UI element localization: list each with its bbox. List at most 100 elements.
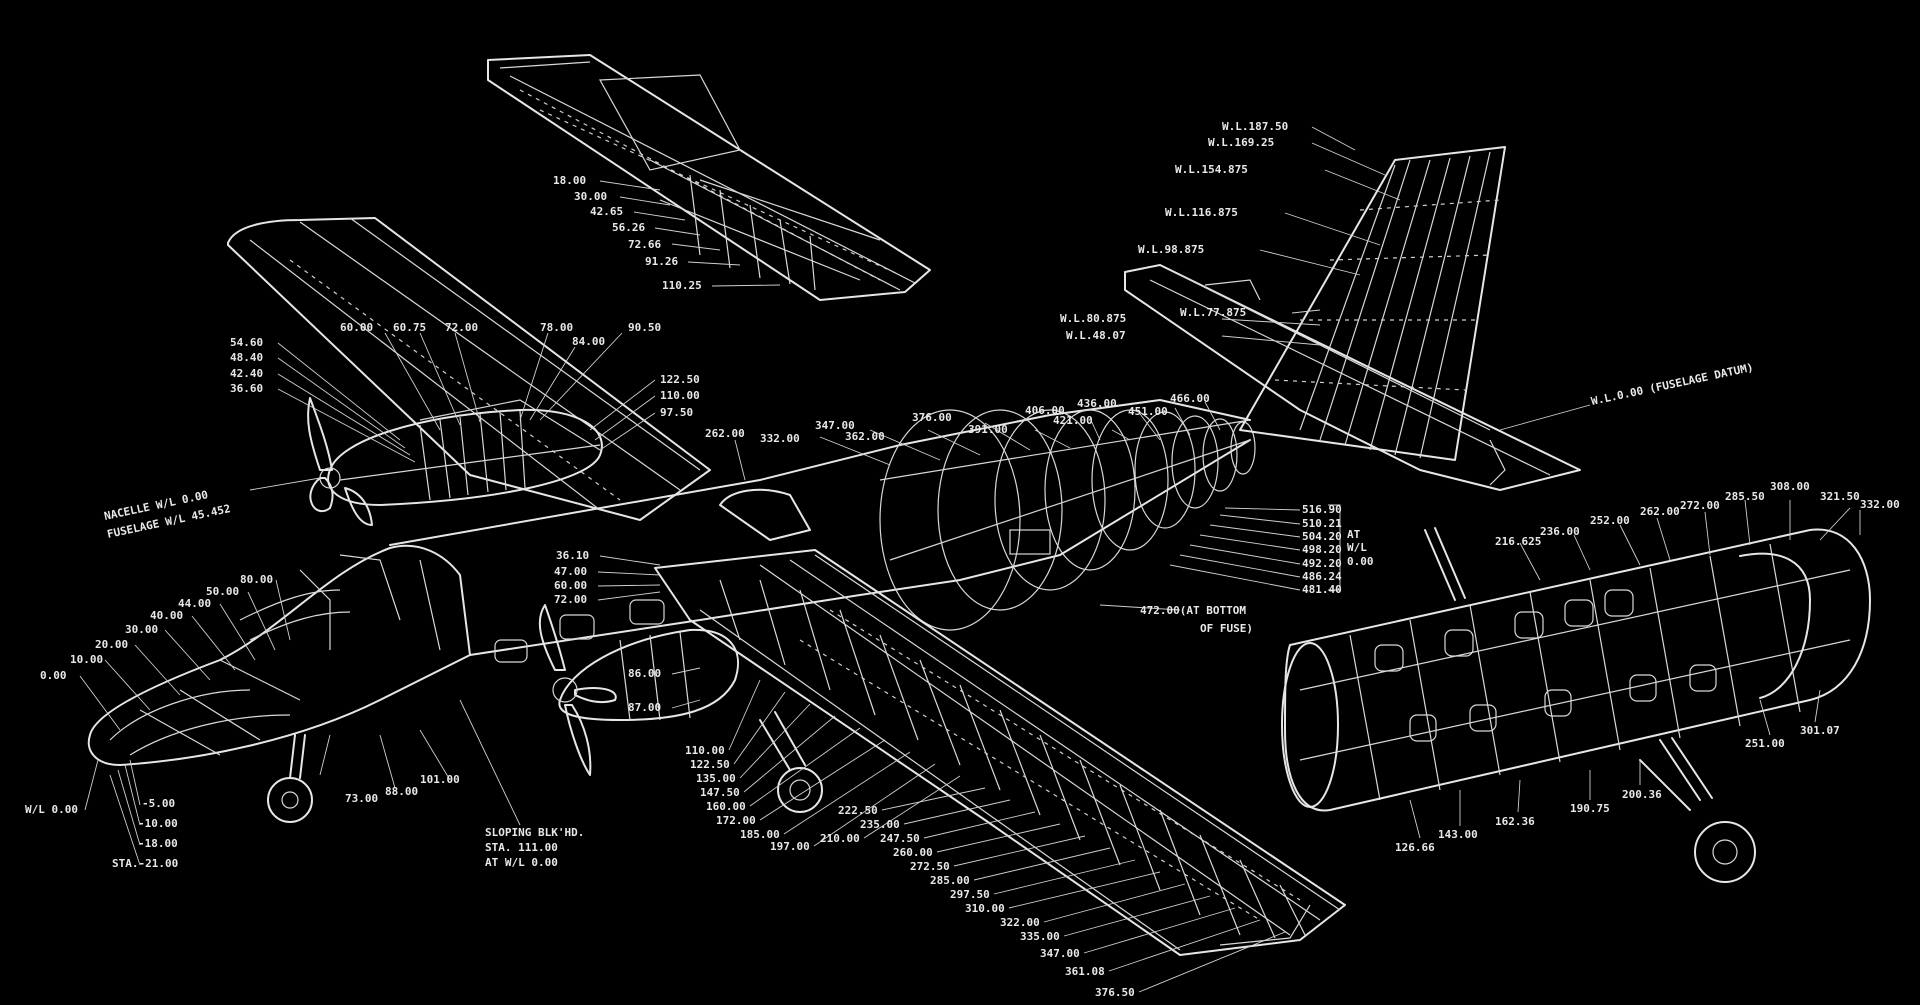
wing-root-station-label: 87.00 [628, 701, 661, 714]
fuselage-station-label: 406.00 [1025, 404, 1065, 417]
nose-station-label: 10.00 [70, 653, 103, 666]
right-wing-station-label: 272.50 [910, 860, 950, 873]
nose-station-label: 30.00 [125, 623, 158, 636]
at-wl-label: W/L [1347, 541, 1367, 554]
cabin-top-label: 285.50 [1725, 490, 1765, 503]
left-wing [227, 217, 711, 521]
cabin-bottom-label: 162.36 [1495, 815, 1535, 828]
leader-line [993, 859, 1136, 895]
nose-waterline-label: -10.00 [138, 817, 178, 830]
leader-line [749, 727, 861, 807]
wing-station-label: 42.40 [230, 367, 263, 380]
cabin-bottom-label: 126.66 [1395, 841, 1435, 854]
leader-line [1008, 871, 1161, 909]
right-wing-station-label: 310.00 [965, 902, 1005, 915]
nose-station-label: 50.00 [206, 585, 239, 598]
nose-station-label: 80.00 [240, 573, 273, 586]
fuselage-datum-label: W.L.0.00 (FUSELAGE DATUM) [1590, 361, 1755, 408]
nacelle-label: NACELLE W/L 0.00 FUSELAGE W/L 45.452 [103, 477, 321, 541]
cabin-top-label: 216.625 [1495, 535, 1541, 548]
right-wing-station-label: 210.00 [820, 832, 860, 845]
wing-root-station-label: 47.00 [554, 565, 587, 578]
fuselage-station-label: 262.00 [705, 427, 745, 440]
wing-station-label: 84.00 [572, 335, 605, 348]
leader-line [903, 799, 1011, 825]
flap-station-label: 110.25 [662, 279, 702, 292]
right-wing-station-label: 110.00 [685, 744, 725, 757]
right-wing-station-label: 185.00 [740, 828, 780, 841]
sloping-bulkhead-label: AT W/L 0.00 [485, 856, 558, 869]
left-propeller [307, 397, 373, 526]
leader-line [733, 691, 786, 765]
fin-waterline-label: W.L.169.25 [1208, 136, 1274, 149]
aft-station-label: 510.21 [1302, 517, 1342, 530]
right-wing-station-label: 197.00 [770, 840, 810, 853]
cabin-top-label: 236.00 [1540, 525, 1580, 538]
horizontal-stabilizer [1124, 264, 1581, 491]
right-wing-station-label: 172.00 [716, 814, 756, 827]
leader-line [759, 739, 886, 821]
right-wing-station-label: 247.50 [880, 832, 920, 845]
wing-station-label: 122.50 [660, 373, 700, 386]
fuselage-station-label: 421.00 [1053, 414, 1093, 427]
fuselage-station-label: 347.00 [815, 419, 855, 432]
fuselage-station-label: 376.00 [912, 411, 952, 424]
cabin-top-label: 272.00 [1680, 499, 1720, 512]
right-wing [654, 549, 1346, 956]
nose-station-label: 20.00 [95, 638, 128, 651]
leader-line [1063, 895, 1211, 937]
cabin-bottom-label: 200.36 [1622, 788, 1662, 801]
leader-line [1138, 931, 1286, 993]
vertical-fin [1239, 146, 1506, 461]
wing-station-label: 90.50 [628, 321, 661, 334]
sloping-bulkhead-label: STA. 111.00 [485, 841, 558, 854]
right-wing-station-label: 147.50 [700, 786, 740, 799]
leader-line [783, 751, 911, 835]
flap-station-label: 18.00 [553, 174, 586, 187]
leader-line [881, 787, 986, 811]
wing-station-label: 60.75 [393, 321, 426, 334]
flap-station-label: 30.00 [574, 190, 607, 203]
nose-station-label: 0.00 [40, 669, 67, 682]
flap-station-label: 42.65 [590, 205, 623, 218]
right-wing-station-label: 260.00 [893, 846, 933, 859]
right-wing-station-label: 322.00 [1000, 916, 1040, 929]
aft-bottom-note: OF FUSE) [1200, 622, 1253, 635]
fuselage-station-label: 391.00 [968, 423, 1008, 436]
nose-lower-station-label: 101.00 [420, 773, 460, 786]
leader-line [936, 823, 1061, 853]
sloping-bulkhead-label: SLOPING BLK'HD. [485, 826, 584, 839]
wing-root-station-label: 72.00 [554, 593, 587, 606]
right-wing-labels: 110.00 122.50 135.00 147.50 160.00 172.0… [685, 679, 1286, 999]
cabin-bottom-label: 143.00 [1438, 828, 1478, 841]
at-wl-label: AT [1347, 528, 1361, 541]
fuselage-top-labels: 262.00 332.00 347.00 362.00 376.00 391.0… [705, 392, 1221, 481]
wing-station-label: 110.00 [660, 389, 700, 402]
cabin-top-label: 252.00 [1590, 514, 1630, 527]
aft-station-label: 481.40 [1302, 583, 1342, 596]
nose-waterline-label: -18.00 [138, 837, 178, 850]
fin-waterline-label: W.L.98.875 [1138, 243, 1204, 256]
fuselage-station-label: 466.00 [1170, 392, 1210, 405]
flap-station-label: 72.66 [628, 238, 661, 251]
cabin-bottom-label: 190.75 [1570, 802, 1610, 815]
leader-line [1108, 919, 1261, 972]
upper-flap-labels: 18.00 30.00 42.65 56.26 72.66 91.26 110.… [553, 174, 781, 292]
leader-line [813, 763, 936, 847]
right-wing-station-label: 347.00 [1040, 947, 1080, 960]
nose-station-label: 40.00 [150, 609, 183, 622]
fin-waterline-label: W.L.48.07 [1066, 329, 1126, 342]
aft-station-label: 492.20 [1302, 557, 1342, 570]
nose-waterline-label: STA.-21.00 [112, 857, 178, 870]
wing-station-label: 36.60 [230, 382, 263, 395]
left-wing-labels: 60.00 60.75 72.00 78.00 84.00 90.50 54.6… [230, 321, 700, 463]
upper-flap [487, 54, 931, 301]
fin-waterline-label: W.L.154.875 [1175, 163, 1248, 176]
right-wing-station-label: 361.08 [1065, 965, 1105, 978]
aft-station-label: 486.24 [1302, 570, 1342, 583]
fuselage [87, 399, 1256, 823]
aft-bottom-note: 472.00(AT BOTTOM [1140, 604, 1246, 617]
wing-station-label: 60.00 [340, 321, 373, 334]
nose-waterline-label: -5.00 [142, 797, 175, 810]
